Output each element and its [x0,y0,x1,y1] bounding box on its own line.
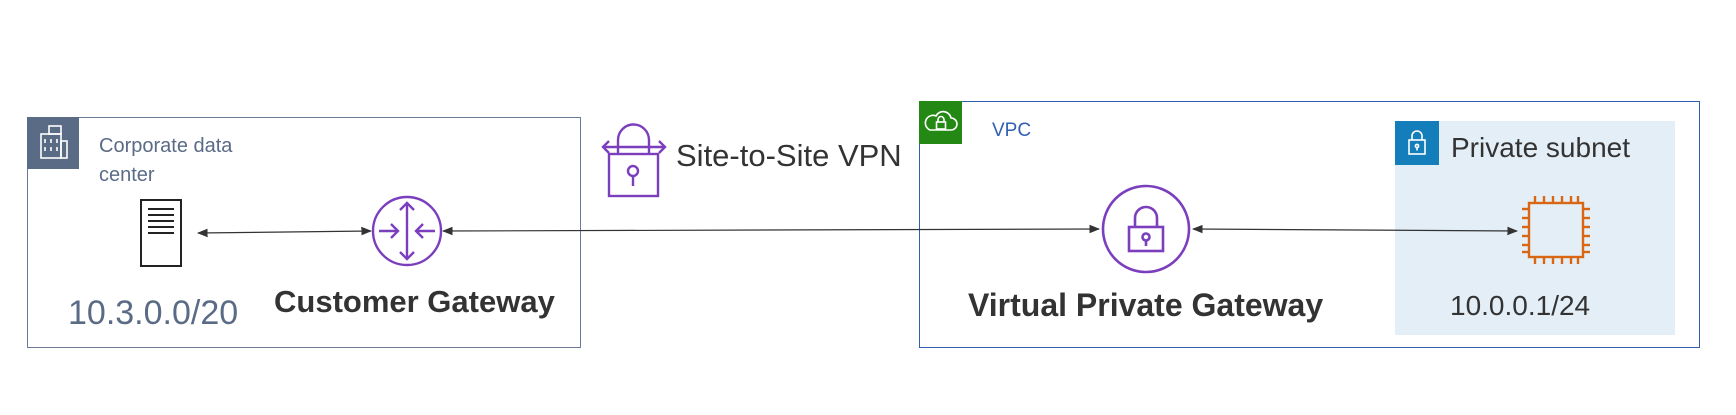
chip-icon [1522,196,1590,264]
server-to-cgw-connector [196,226,373,238]
cgw-to-vpg-connector [441,224,1101,236]
lock-icon [1395,121,1439,165]
datacenter-label: Corporate data center [99,135,233,186]
cloud-lock-icon [919,101,962,144]
private-subnet-label: Private subnet [1451,132,1630,163]
vpn-label: Site-to-Site VPN [676,138,902,173]
virtual-private-gateway-label: Virtual Private Gateway [968,287,1324,323]
server-icon [140,199,182,267]
router-icon [371,195,443,267]
private-subnet-cidr: 10.0.0.1/24 [1450,290,1591,321]
customer-gateway-label: Customer Gateway [274,284,555,319]
vpc-label: VPC [992,120,1032,141]
padlock-circle-icon [1101,184,1191,274]
vpg-to-instance-connector [1191,224,1519,236]
datacenter-cidr: 10.3.0.0/20 [68,294,239,332]
vpc-group [919,101,1700,348]
vpn-lock-icon [601,123,667,198]
building-icon [27,117,79,169]
